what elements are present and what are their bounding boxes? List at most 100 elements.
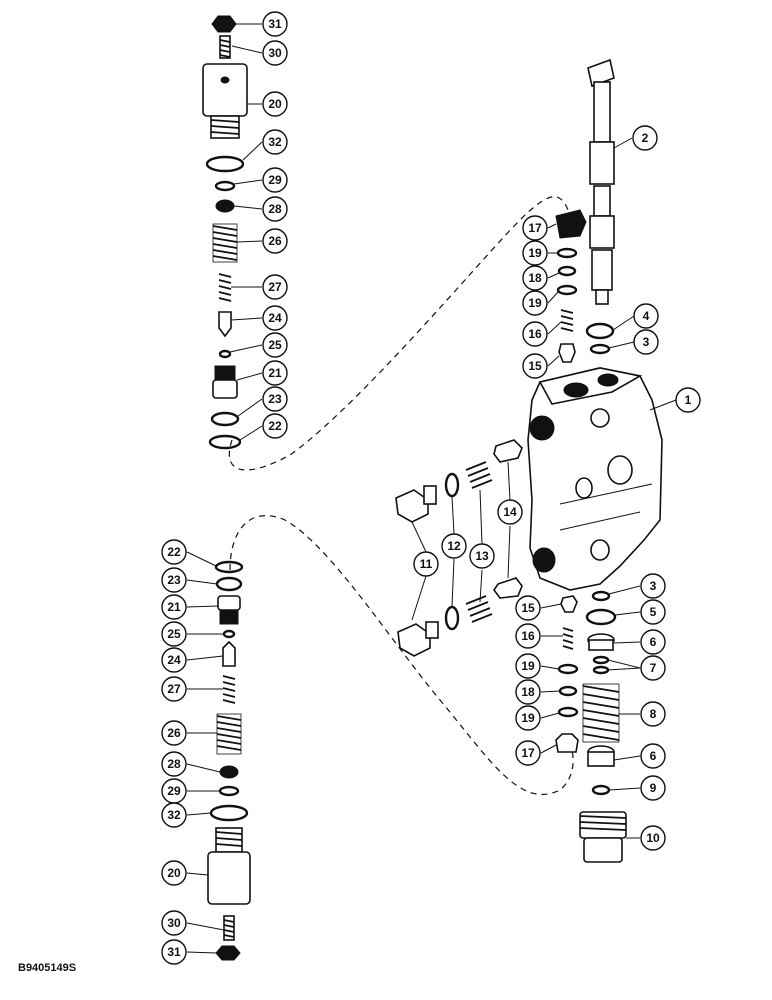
callout-circle: [262, 332, 288, 358]
leader-2: [613, 137, 633, 149]
callout-circle: [161, 860, 187, 886]
callout-number: 28: [167, 757, 181, 771]
callout-circle: [640, 655, 666, 681]
callout-6: 6: [640, 629, 666, 655]
nut-part: [211, 15, 237, 33]
callout-circle: [522, 321, 548, 347]
callout-number: 15: [521, 601, 535, 615]
callout-number: 21: [268, 366, 282, 380]
callout-32: 32: [262, 129, 288, 155]
callout-number: 6: [650, 635, 657, 649]
check-poppet-part: [493, 577, 523, 599]
callout-circle: [161, 594, 187, 620]
callout-number: 7: [650, 661, 657, 675]
valve-housing-part: [202, 63, 248, 139]
callout-1: 1: [675, 387, 701, 413]
callout-circle: [522, 353, 548, 379]
callout-12: 12: [441, 533, 467, 559]
callout-number: 28: [268, 202, 282, 216]
callout-circle: [522, 290, 548, 316]
callout-circle: [640, 599, 666, 625]
callout-circle: [262, 274, 288, 300]
callout-circle: [262, 167, 288, 193]
callout-number: 19: [528, 246, 542, 260]
callout-23: 23: [262, 386, 288, 412]
callout-number: 17: [528, 221, 542, 235]
callout-17: 17: [515, 740, 541, 766]
callout-circle: [640, 701, 666, 727]
callout-circle: [469, 543, 495, 569]
callout-7: 7: [640, 655, 666, 681]
figure-id-label: B9405149S: [18, 962, 77, 974]
callout-9: 9: [640, 775, 666, 801]
callout-15: 15: [522, 353, 548, 379]
callout-number: 8: [650, 707, 657, 721]
callout-circle: [262, 386, 288, 412]
callout-circle: [262, 196, 288, 222]
plug-part: [395, 485, 437, 523]
callout-circle: [161, 720, 187, 746]
callout-26: 26: [161, 720, 187, 746]
callout-number: 22: [167, 545, 181, 559]
callout-number: 32: [167, 808, 181, 822]
callout-20: 20: [262, 91, 288, 117]
callout-3: 3: [633, 329, 659, 355]
o-ring-part: [208, 434, 242, 450]
callout-11: 11: [413, 551, 439, 577]
screw-part: [223, 915, 235, 941]
callout-circle: [161, 802, 187, 828]
center-lower-leaders: [540, 603, 563, 754]
callout-19: 19: [515, 653, 541, 679]
o-ring-part: [209, 804, 249, 822]
o-ring-part: [444, 605, 460, 631]
callout-22: 22: [262, 413, 288, 439]
callout-circle: [640, 825, 666, 851]
callout-circle: [262, 11, 288, 37]
callout-number: 10: [646, 831, 660, 845]
callout-circle: [522, 240, 548, 266]
callout-number: 23: [167, 573, 181, 587]
callout-circle: [161, 567, 187, 593]
pilot-spring-part: [218, 273, 232, 302]
callout-13: 13: [469, 543, 495, 569]
callout-circle: [632, 125, 658, 151]
callout-layer: 3130203229282627242521232222232125242726…: [161, 11, 701, 965]
plug-part: [397, 621, 439, 657]
callout-number: 26: [268, 234, 282, 248]
callout-number: 30: [167, 916, 181, 930]
callout-number: 29: [167, 784, 181, 798]
plug-part: [217, 595, 241, 625]
callout-number: 5: [650, 605, 657, 619]
callout-number: 20: [167, 866, 181, 880]
callout-number: 30: [268, 46, 282, 60]
callout-number: 23: [268, 392, 282, 406]
callout-25: 25: [161, 621, 187, 647]
callout-14: 14: [497, 499, 523, 525]
callout-number: 13: [475, 549, 489, 563]
callout-15: 15: [515, 595, 541, 621]
callout-number: 6: [650, 749, 657, 763]
ring-part: [210, 411, 240, 427]
callout-32: 32: [161, 802, 187, 828]
callout-number: 12: [447, 539, 461, 553]
callout-number: 29: [268, 173, 282, 187]
callout-number: 11: [420, 557, 433, 571]
callout-number: 16: [528, 327, 542, 341]
callout-circle: [262, 413, 288, 439]
center-lower-parts: [555, 595, 579, 753]
callout-16: 16: [522, 321, 548, 347]
leader-1: [649, 399, 677, 411]
callout-circle: [262, 40, 288, 66]
callout-number: 19: [521, 711, 535, 725]
o-ring-part: [214, 560, 244, 574]
callout-circle: [262, 129, 288, 155]
callout-circle: [161, 539, 187, 565]
callout-number: 27: [167, 682, 181, 696]
callout-number: 18: [521, 685, 535, 699]
callout-25: 25: [262, 332, 288, 358]
assembly-line-top: [228, 196, 569, 471]
callout-23: 23: [161, 567, 187, 593]
callout-circle: [497, 499, 523, 525]
callout-number: 19: [528, 296, 542, 310]
callout-circle: [161, 939, 187, 965]
